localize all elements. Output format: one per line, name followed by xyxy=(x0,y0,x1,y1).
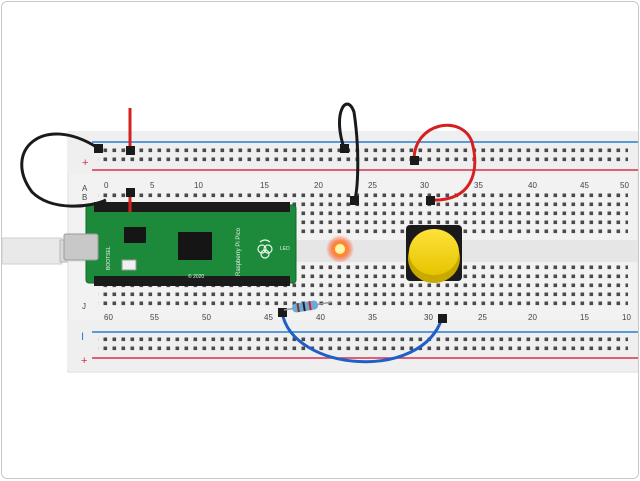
rp2040-chip xyxy=(178,232,212,260)
pico-led-label: LED xyxy=(280,246,290,252)
led xyxy=(326,235,354,263)
black-wire-middle xyxy=(338,102,360,203)
bootsel-label: BOOTSEL xyxy=(106,246,112,270)
bootsel-button xyxy=(121,259,137,271)
rail-plus-top: + xyxy=(82,157,88,169)
resistor xyxy=(283,300,333,313)
col-num: 30 xyxy=(420,181,429,190)
pico-year-label: © 2020 xyxy=(188,273,204,280)
jumper-wires xyxy=(20,102,477,364)
col-num: 20 xyxy=(528,313,537,322)
row-j-label: J xyxy=(82,302,86,311)
col-num: 60 xyxy=(104,313,113,322)
row-a-label: A xyxy=(82,184,88,193)
bottom-column-numbers: 60 55 50 45 40 35 30 25 20 15 10 xyxy=(104,313,631,322)
rail-minus-bottom: I xyxy=(81,331,84,343)
flash-chip xyxy=(124,227,146,243)
col-num: 10 xyxy=(194,181,203,190)
rail-plus-bottom: + xyxy=(81,355,87,367)
col-num: 5 xyxy=(150,181,155,190)
raspberry-logo xyxy=(257,239,273,259)
red-wire-right xyxy=(412,123,477,202)
black-wire-left xyxy=(20,132,107,208)
col-num: 35 xyxy=(474,181,483,190)
col-num: 45 xyxy=(580,181,589,190)
col-num: 40 xyxy=(316,313,325,322)
col-num: 35 xyxy=(368,313,377,322)
push-button xyxy=(406,225,462,283)
pico-header-bottom xyxy=(94,276,290,286)
top-column-numbers: 0 5 10 15 20 25 30 35 40 45 50 xyxy=(104,181,629,190)
col-num: 0 xyxy=(104,181,109,190)
col-num: 50 xyxy=(202,313,211,322)
col-num: 20 xyxy=(314,181,323,190)
pico-header-top xyxy=(94,202,290,212)
col-num: 50 xyxy=(620,181,629,190)
col-num: 45 xyxy=(264,313,273,322)
col-num: 15 xyxy=(580,313,589,322)
row-b-label: B xyxy=(82,193,87,202)
col-num: 55 xyxy=(150,313,159,322)
micro-usb-port xyxy=(63,233,99,261)
col-num: 15 xyxy=(260,181,269,190)
blue-wire xyxy=(280,311,444,364)
col-num: 25 xyxy=(478,313,487,322)
col-num: 25 xyxy=(368,181,377,190)
col-num: 40 xyxy=(528,181,537,190)
col-num: 10 xyxy=(622,313,631,322)
raspberry-pi-pico: BOOTSEL Raspberry Pi Pico © 2020 LED xyxy=(63,202,297,286)
col-num: 30 xyxy=(424,313,433,322)
pico-name-label: Raspberry Pi Pico xyxy=(236,227,242,276)
